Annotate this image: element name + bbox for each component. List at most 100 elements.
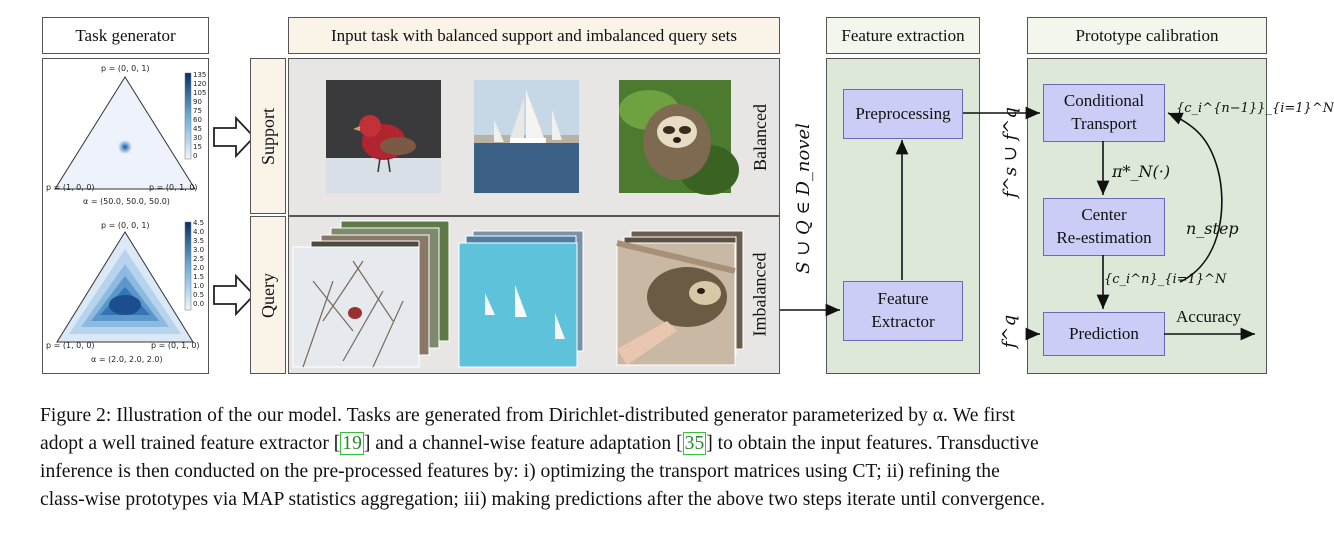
imbalanced-label-box: Imbalanced — [745, 229, 775, 359]
feature-extraction-title: Feature extraction — [841, 25, 965, 45]
task-generator-title: Task generator — [75, 25, 176, 45]
set-formula: S ∪ Q ∈ D_novel — [792, 122, 814, 274]
prototype-calibration-title: Prototype calibration — [1075, 25, 1219, 45]
prototype-calibration-header: Prototype calibration — [1027, 17, 1267, 54]
caption-line-4: class-wise prototypes via MAP statistics… — [40, 489, 1046, 510]
scale-tick: 2.5 — [193, 255, 205, 263]
scale-tick: 120 — [193, 80, 207, 88]
preprocessing-box: Preprocessing — [843, 89, 963, 139]
c-curr-label: {c_i^n}_{i=1}^N — [1104, 272, 1227, 287]
center-reestimation-box: Center Re-estimation — [1043, 198, 1165, 256]
imbalanced-label: Imbalanced — [749, 252, 770, 336]
scale-tick: 0 — [193, 152, 198, 160]
scale-tick: 135 — [193, 71, 207, 79]
preprocessing-label: Preprocessing — [855, 103, 951, 123]
fs-fq-box: f^s ∪ f^q — [994, 92, 1026, 212]
support-query-divider — [289, 215, 779, 217]
scale-tick: 2.0 — [193, 264, 205, 272]
query-image-stack-sloths — [616, 230, 744, 366]
input-task-header: Input task with balanced support and imb… — [288, 17, 780, 54]
prototype-calibration-panel: Conditional Transport Center Re-estimati… — [1027, 58, 1334, 374]
caption-line-2: adopt a well trained feature extractor [… — [40, 430, 1265, 458]
simplex-top-colorbar — [184, 72, 192, 160]
simplex-top-alpha: α = (50.0, 50.0, 50.0) — [83, 197, 170, 206]
generator-arrows — [213, 115, 256, 317]
simplex-top-vertex-top: p = (0, 0, 1) — [101, 64, 150, 73]
scale-tick: 60 — [193, 116, 202, 124]
caption-line-3: inference is then conducted on the pre-p… — [40, 461, 1000, 482]
scale-tick: 0.0 — [193, 300, 205, 308]
fs-fq-label: f^s ∪ f^q — [999, 106, 1021, 198]
query-image-stack-birds — [292, 220, 450, 368]
scale-tick: 45 — [193, 125, 202, 133]
conditional-transport-label-2: Transport — [1071, 114, 1137, 133]
set-formula-box: S ∪ Q ∈ D_novel — [783, 108, 823, 288]
simplex-bottom-vertex-top: p = (0, 0, 1) — [101, 221, 150, 230]
feature-extraction-panel: Preprocessing Feature Extractor — [826, 58, 980, 374]
simplex-top-plot — [54, 72, 196, 190]
prediction-box: Prediction — [1043, 312, 1165, 356]
simplex-top-vertex-left: p = (1, 0, 0) — [46, 183, 95, 192]
prediction-label: Prediction — [1069, 323, 1139, 343]
support-image-bird — [326, 80, 441, 193]
pi-label: π*_N(·) — [1112, 162, 1171, 181]
simplex-top-peak — [118, 140, 132, 154]
scale-tick: 0.5 — [193, 291, 205, 299]
simplex-bottom-vertex-left: p = (1, 0, 0) — [46, 341, 95, 350]
feature-extractor-label-2: Extractor — [871, 312, 935, 331]
query-label-box: Query — [250, 216, 286, 374]
scale-tick: 1.5 — [193, 273, 205, 281]
balanced-label-box: Balanced — [745, 81, 775, 193]
query-image-stack-sailboats — [458, 230, 584, 368]
citation-link-19[interactable]: 19 — [340, 432, 364, 455]
caption-line-2a: adopt a well trained feature extractor [ — [40, 433, 341, 454]
hollow-arrow-query — [213, 273, 256, 317]
simplex-bottom-peak — [109, 295, 141, 315]
simplex-top-scale: 135 120 105 90 75 60 45 30 15 0 — [193, 71, 209, 161]
scale-tick: 3.0 — [193, 246, 205, 254]
input-task-title: Input task with balanced support and imb… — [331, 25, 737, 45]
simplex-bottom-alpha: α = (2.0, 2.0, 2.0) — [91, 355, 163, 364]
simplex-top-vertex-right: p = (0, 1, 0) — [149, 183, 198, 192]
scale-tick: 15 — [193, 143, 202, 151]
scale-tick: 30 — [193, 134, 202, 142]
c-prev-label: {c_i^{n−1}}_{i=1}^N — [1176, 101, 1334, 116]
simplex-bottom-scale: 4.5 4.0 3.5 3.0 2.5 2.0 1.5 1.0 0.5 0.0 — [193, 219, 209, 309]
simplex-top-triangle — [54, 76, 196, 190]
simplex-bottom-vertex-right: p = (0, 1, 0) — [151, 341, 200, 350]
scale-tick: 3.5 — [193, 237, 205, 245]
accuracy-label: Accuracy — [1176, 307, 1242, 326]
scale-tick: 75 — [193, 107, 202, 115]
conditional-transport-box: Conditional Transport — [1043, 84, 1165, 142]
balanced-label: Balanced — [749, 103, 770, 171]
support-image-sailboats — [474, 80, 579, 193]
simplex-bottom-colorbar — [184, 221, 192, 311]
task-generator-header: Task generator — [42, 17, 209, 54]
center-label-1: Center — [1081, 205, 1127, 225]
support-label: Support — [257, 107, 278, 165]
scale-tick: 4.5 — [193, 219, 205, 227]
task-generator-panel: p = (0, 0, 1) p = (1, 0, 0) p = (0, 1, 0… — [42, 58, 209, 374]
fq-box: f^q — [994, 306, 1026, 356]
support-image-sloth — [619, 80, 739, 195]
scale-tick: 4.0 — [193, 228, 205, 236]
support-label-box: Support — [250, 58, 286, 214]
conditional-transport-label-1: Conditional — [1063, 91, 1145, 111]
caption-line-2c: ] to obtain the input features. Transduc… — [706, 433, 1039, 454]
n-step-label: n_step — [1186, 219, 1239, 238]
scale-tick: 90 — [193, 98, 202, 106]
scale-tick: 105 — [193, 89, 207, 97]
citation-link-35[interactable]: 35 — [682, 432, 707, 455]
feature-extractor-label-1: Feature — [877, 289, 929, 309]
query-label: Query — [257, 272, 278, 318]
hollow-arrow-support — [213, 115, 256, 159]
input-task-panel: Balanced Imbalanced — [288, 58, 780, 374]
center-label-2: Re-estimation — [1056, 228, 1152, 247]
caption-line-2b: ] and a channel-wise feature adaptation … — [363, 433, 683, 454]
scale-tick: 1.0 — [193, 282, 205, 290]
simplex-bottom-plot — [56, 221, 194, 343]
fq-label: f^q — [999, 314, 1021, 348]
feature-extractor-box: Feature Extractor — [843, 281, 963, 341]
feature-extraction-header: Feature extraction — [826, 17, 980, 54]
caption-line-1: Figure 2: Illustration of the our model.… — [40, 405, 1015, 426]
